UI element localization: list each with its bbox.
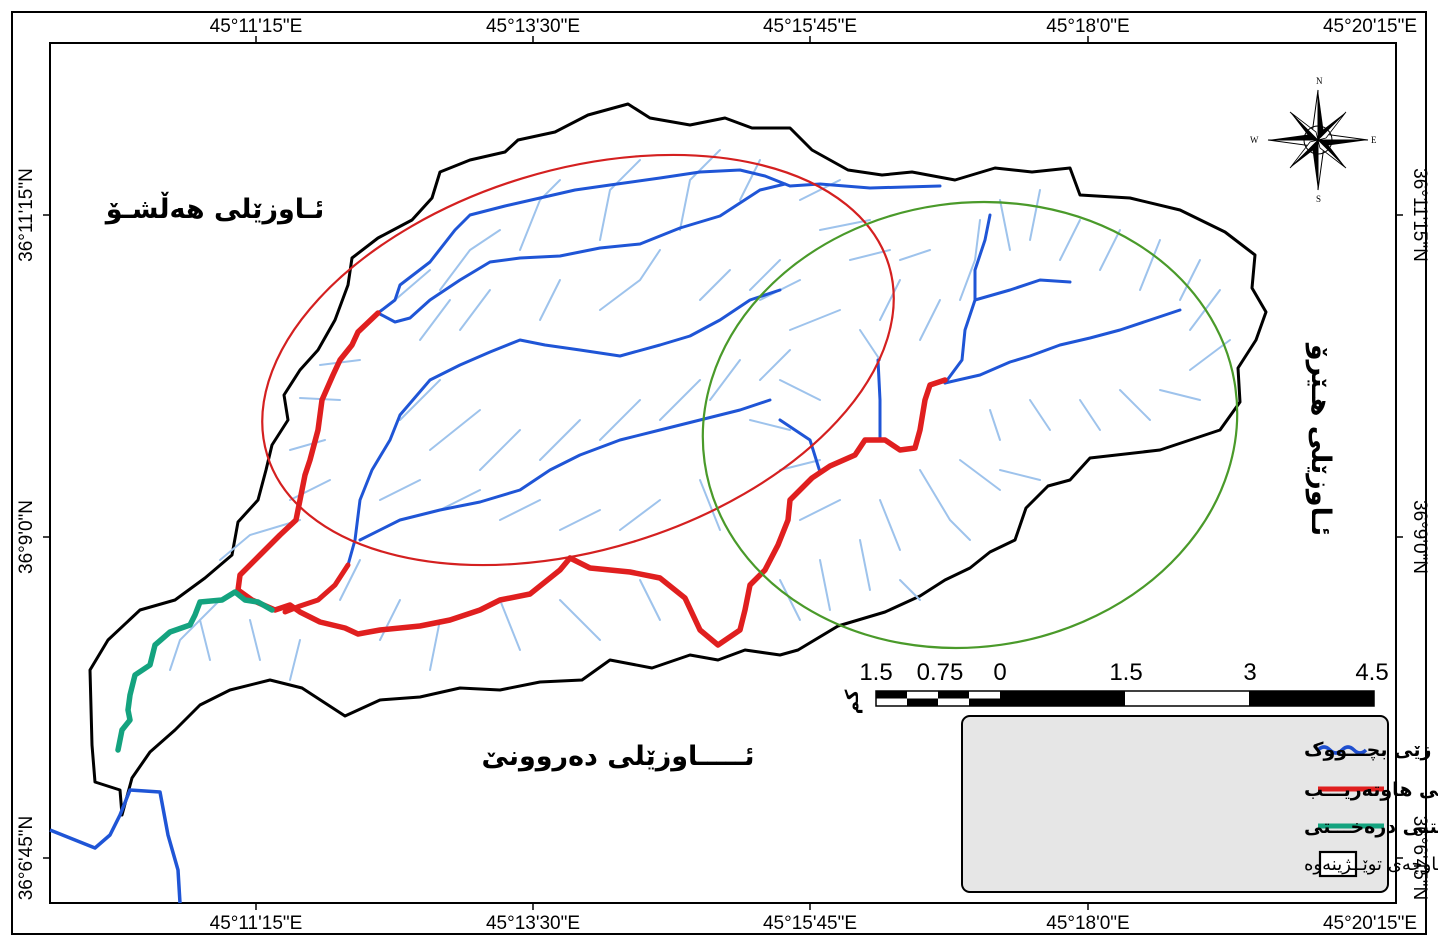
lon-label-bottom-5: 45°20'15"E — [1323, 913, 1417, 934]
legend-label-river: رووبــــاری زێی بچـــووک — [1304, 739, 1438, 761]
lat-label-left-2: 36°9'0"N — [16, 500, 37, 574]
place-label-east: ئـاوزێلی هـێرۆ — [1305, 342, 1336, 536]
scale-tick-6: 4.5 — [1355, 659, 1388, 686]
lat-label-right-2: 36°9'0"N — [1409, 500, 1430, 574]
legend-label-parallel: تەرزی لەبەررۆیســــتنی هاوتەریـــب — [1304, 779, 1438, 801]
graticule-ticks — [43, 36, 1403, 910]
scale-tick-2: 0.75 — [917, 659, 964, 686]
lon-label-top-3: 45°15'45"E — [763, 16, 857, 37]
compass-n: N — [1316, 76, 1323, 86]
parallel-pattern-branch — [282, 562, 351, 615]
lon-label-top-1: 45°11'15"E — [210, 16, 303, 37]
lon-label-top-5: 45°20'15"E — [1323, 16, 1417, 37]
lat-label-left-1: 36°11'15"N — [16, 168, 37, 262]
compass-e: E — [1371, 135, 1377, 145]
dendritic-zone-ellipse — [701, 200, 1239, 650]
legend-study-area-symbol — [1318, 850, 1358, 878]
lon-label-bottom-1: 45°11'15"E — [210, 913, 303, 934]
parallel-zone-ellipse — [261, 153, 895, 567]
legend-label-dendritic: تەرزی لەبەررۆیشـــتنی درەخـــتی — [1304, 816, 1438, 838]
scale-unit: کم — [842, 689, 863, 714]
lon-label-top-2: 45°13'30"E — [486, 16, 580, 37]
main-river — [49, 788, 182, 904]
main-streams — [346, 168, 1182, 567]
outer-frame — [11, 11, 1427, 935]
parallel-pattern-line — [235, 310, 948, 648]
scale-tick-3: 0 — [993, 659, 1006, 686]
lat-label-right-1: 36°11'15"N — [1409, 168, 1430, 262]
lon-label-bottom-3: 45°15'45"E — [763, 913, 857, 934]
place-label-northwest: ئـاوزێلی هەڵشـۆ — [104, 192, 325, 225]
scale-tick-5: 3 — [1243, 659, 1256, 686]
place-label-south: ئـــــاوزێلی دەروونێ — [482, 741, 755, 772]
tributaries — [169, 149, 1231, 681]
compass-s: S — [1316, 194, 1321, 204]
scale-tick-4: 1.5 — [1109, 659, 1142, 686]
lon-label-bottom-4: 45°18'0"E — [1046, 913, 1129, 934]
lat-label-left-3: 36°6'45"N — [16, 816, 37, 901]
scale-tick-1: 1.5 — [859, 659, 892, 686]
lon-label-top-4: 45°18'0"E — [1046, 16, 1129, 37]
compass-w: W — [1250, 135, 1259, 145]
lat-label-right-3: 36°6'45"N — [1409, 816, 1430, 901]
scale-bar: 1.5 0.75 0 1.5 3 4.5 کم — [842, 659, 1389, 714]
dendritic-pattern-line — [115, 589, 275, 753]
legend-label-study-area: نــاوچەی توێــژینەوە — [1304, 854, 1438, 875]
north-arrow-icon: N S E W — [1250, 76, 1377, 204]
legend-river-symbol — [1316, 745, 1368, 755]
legend: رووبــــاری زێی بچـــووک تەرزی لەبەررۆیس… — [961, 715, 1438, 893]
lon-label-bottom-2: 45°13'30"E — [486, 913, 580, 934]
study-area-boundary — [88, 102, 1268, 817]
